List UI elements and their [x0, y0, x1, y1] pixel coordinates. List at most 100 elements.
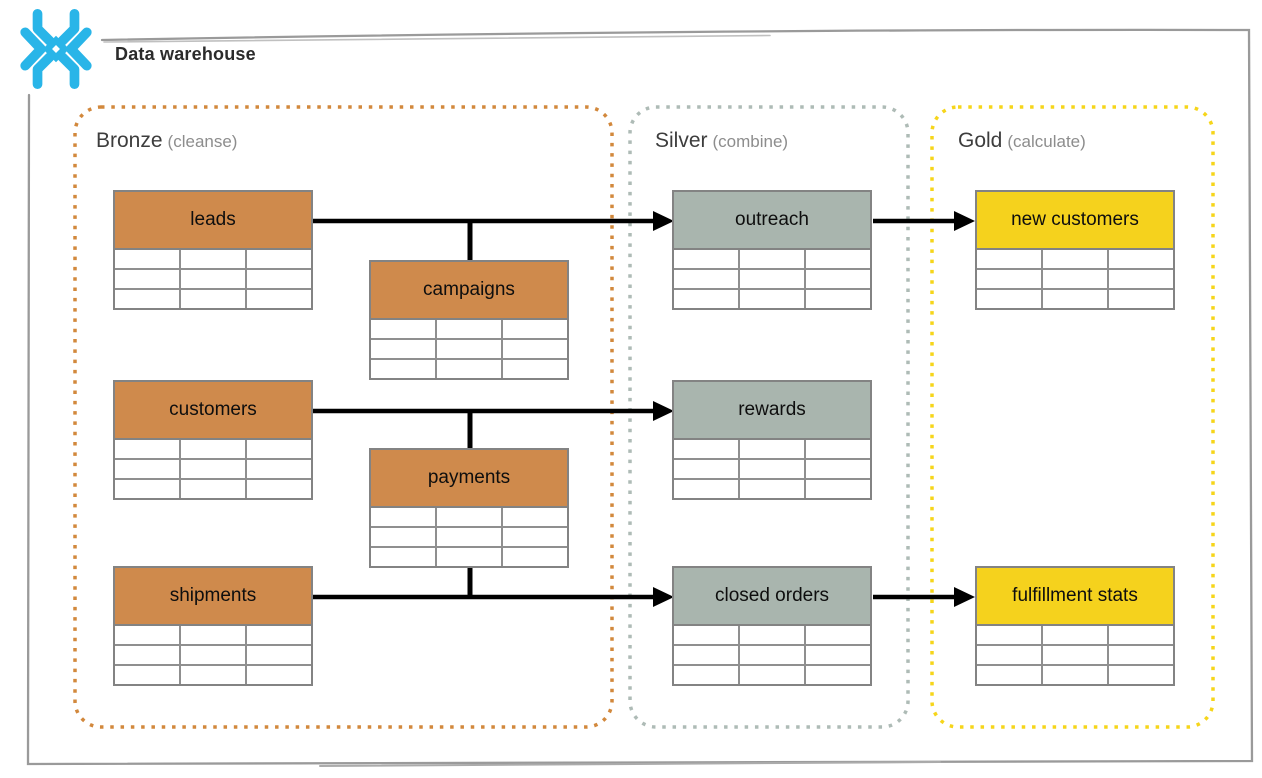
table-cell — [806, 250, 870, 268]
table-cell — [503, 360, 567, 378]
table-cell — [740, 480, 804, 498]
table-cell — [503, 340, 567, 358]
table-cell — [674, 290, 738, 308]
table-cell — [674, 626, 738, 644]
table-cell — [674, 666, 738, 684]
table-cell — [977, 646, 1041, 664]
table-new-customers: new customers — [975, 190, 1175, 310]
table-body — [115, 626, 311, 684]
table-cell — [503, 508, 567, 526]
table-cell — [977, 270, 1041, 288]
table-title: shipments — [115, 568, 311, 626]
table-body — [674, 250, 870, 308]
table-cell — [806, 270, 870, 288]
table-cell — [674, 646, 738, 664]
table-cell — [181, 666, 245, 684]
table-cell — [437, 508, 501, 526]
table-cell — [247, 666, 311, 684]
table-cell — [674, 480, 738, 498]
table-title: campaigns — [371, 262, 567, 320]
table-cell — [674, 440, 738, 458]
table-cell — [247, 250, 311, 268]
table-cell — [740, 250, 804, 268]
table-cell — [247, 440, 311, 458]
table-cell — [806, 666, 870, 684]
zone-gold-border — [930, 105, 1215, 729]
table-cell — [115, 250, 179, 268]
table-cell — [1109, 626, 1173, 644]
zone-label-silver: Silver(combine) — [655, 129, 788, 153]
table-body — [371, 320, 567, 378]
table-cell — [740, 460, 804, 478]
table-title: fulfillment stats — [977, 568, 1173, 626]
table-cell — [371, 320, 435, 338]
table-cell — [1043, 666, 1107, 684]
table-title: customers — [115, 382, 311, 440]
table-shipments: shipments — [113, 566, 313, 686]
arrow-outreach-to-new-customers — [873, 211, 975, 231]
table-cell — [115, 270, 179, 288]
table-body — [674, 626, 870, 684]
table-cell — [674, 250, 738, 268]
table-cell — [1043, 250, 1107, 268]
zone-label-bronze: Bronze(cleanse) — [96, 129, 237, 153]
table-cell — [437, 548, 501, 566]
table-cell — [1109, 290, 1173, 308]
snowflake-arms-icon — [20, 8, 92, 90]
table-cell — [115, 626, 179, 644]
connector-arrows — [313, 211, 975, 607]
table-campaigns: campaigns — [369, 260, 569, 380]
table-cell — [503, 320, 567, 338]
table-title: closed orders — [674, 568, 870, 626]
table-body — [371, 508, 567, 566]
table-cell — [247, 460, 311, 478]
table-cell — [181, 250, 245, 268]
table-cell — [247, 480, 311, 498]
table-cell — [181, 460, 245, 478]
zone-name: Gold — [958, 129, 1003, 152]
table-title: payments — [371, 450, 567, 508]
table-title: new customers — [977, 192, 1173, 250]
table-cell — [977, 250, 1041, 268]
table-cell — [115, 460, 179, 478]
table-cell — [1109, 646, 1173, 664]
table-cell — [247, 270, 311, 288]
table-cell — [247, 290, 311, 308]
table-cell — [247, 626, 311, 644]
arrow-shipments-payments-to-closed-orders — [313, 567, 674, 607]
table-cell — [806, 460, 870, 478]
table-cell — [181, 626, 245, 644]
table-body — [115, 250, 311, 308]
arrow-customers-payments-to-rewards — [313, 401, 674, 449]
table-cell — [740, 440, 804, 458]
page-title: Data warehouse — [115, 44, 256, 64]
table-cell — [977, 626, 1041, 644]
table-cell — [806, 646, 870, 664]
snowflake-logo — [20, 8, 92, 90]
table-cell — [740, 290, 804, 308]
table-cell — [1043, 270, 1107, 288]
table-cell — [371, 340, 435, 358]
table-cell — [674, 460, 738, 478]
table-cell — [1109, 250, 1173, 268]
table-body — [115, 440, 311, 498]
table-cell — [977, 290, 1041, 308]
table-cell — [806, 626, 870, 644]
zone-label-gold: Gold(calculate) — [958, 129, 1086, 153]
table-cell — [181, 480, 245, 498]
table-title: outreach — [674, 192, 870, 250]
table-cell — [181, 290, 245, 308]
table-cell — [115, 440, 179, 458]
table-cell — [437, 320, 501, 338]
table-cell — [115, 290, 179, 308]
arrow-closed-orders-to-fulfillment-stats — [873, 587, 975, 607]
table-cell — [806, 290, 870, 308]
table-cell — [437, 340, 501, 358]
outer-frame-sketch-top — [103, 34, 771, 43]
table-cell — [806, 480, 870, 498]
table-cell — [1043, 290, 1107, 308]
table-cell — [371, 508, 435, 526]
table-cell — [371, 360, 435, 378]
